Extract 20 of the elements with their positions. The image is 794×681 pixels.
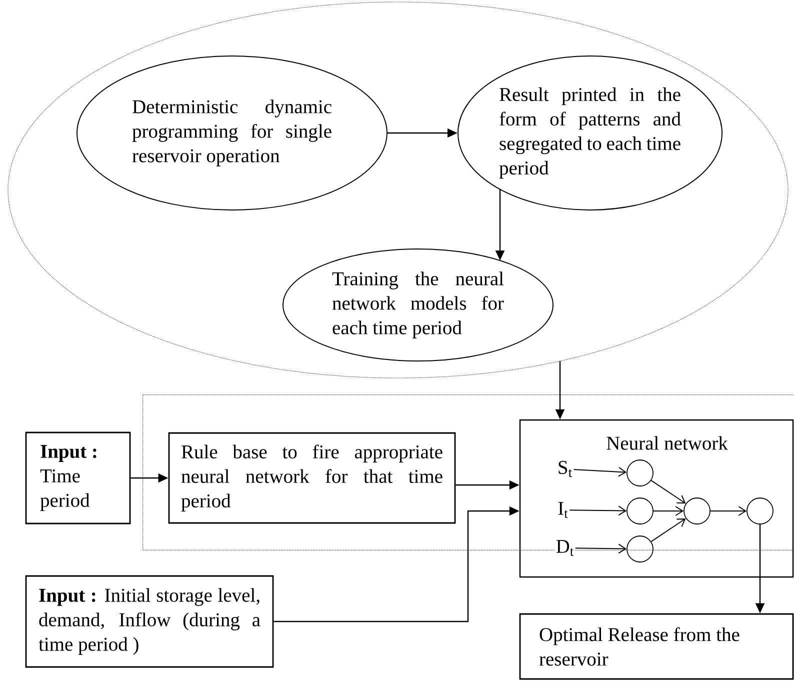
arrow [573,466,627,477]
neuron-circle [626,460,654,486]
input-label: S$_{t}$ [556,460,574,478]
neuron-circle [684,498,710,524]
dotted-ellipse [8,2,788,378]
arrow [650,480,686,504]
arrow [569,506,627,516]
input-label: I$_{t}$ [556,501,570,519]
arrow [574,544,627,554]
input-box: Input : Time period [25,432,131,524]
arrow [710,506,747,516]
neuron-circle [626,498,654,524]
neuron-circle [626,536,654,562]
neuron-circle [746,498,774,524]
arrow [652,506,684,516]
process-box: Rule base to fire appropriate neural network for that time period [168,432,456,524]
arrow [650,518,686,542]
input-box: Input : Initial storage level, demand, Inflow (during a time period ) [25,575,274,668]
input-label: D$_{t}$ [554,539,576,557]
output-box: Optimal Release from the reservoir [519,613,794,680]
